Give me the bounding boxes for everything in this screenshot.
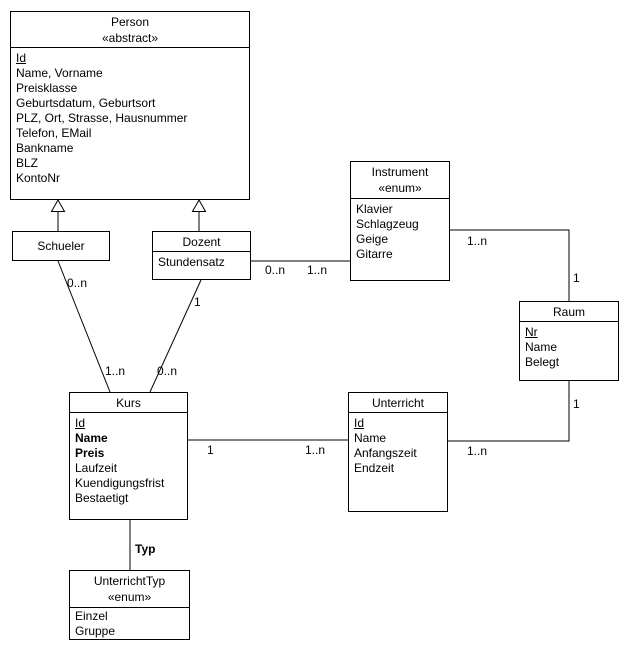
- class-title: Person: [110, 14, 150, 29]
- class-title: Instrument: [371, 165, 429, 179]
- class-attribute: Klavier: [356, 202, 393, 216]
- class-stereotype: «enum»: [378, 181, 422, 195]
- multiplicity-dozent-end: 1: [194, 295, 201, 309]
- class-kurs-header: Kurs: [70, 393, 187, 413]
- class-unterrichttyp[interactable]: UnterrichtTyp «enum» Einzel Gruppe: [69, 570, 190, 640]
- class-instrument-header: Instrument «enum»: [351, 162, 449, 199]
- class-stereotype: «abstract»: [101, 30, 159, 45]
- class-person-attributes: Id Name, Vorname Preisklasse Geburtsdatu…: [11, 48, 249, 186]
- class-unterricht-header: Unterricht: [349, 393, 447, 413]
- association-label-typ: Typ: [135, 542, 156, 556]
- class-attribute: BLZ: [16, 156, 39, 170]
- association-schueler-kurs: [57, 260, 111, 393]
- class-attribute: Nr: [525, 325, 538, 339]
- class-unterricht[interactable]: Unterricht Id Name Anfangszeit Endzeit: [348, 392, 448, 512]
- class-schueler[interactable]: Schueler: [12, 231, 110, 261]
- association-dozent-kurs: [149, 279, 202, 393]
- multiplicity-raum-end-of-unterricht: 1: [573, 397, 580, 411]
- class-attribute: Laufzeit: [75, 461, 118, 475]
- multiplicity-schueler-end: 0..n: [67, 276, 88, 290]
- class-attribute: Id: [16, 51, 27, 65]
- class-attribute: Geburtsdatum, Geburtsort: [16, 96, 156, 110]
- multiplicity-kurs-end-of-dozent: 0..n: [157, 364, 178, 378]
- class-unterrichttyp-attributes: Einzel Gruppe: [70, 608, 189, 639]
- class-title: Dozent: [182, 234, 221, 249]
- association-instrument-raum: [450, 229, 570, 301]
- class-kurs-attributes: Id Name Preis Laufzeit Kuendigungsfrist …: [70, 413, 187, 506]
- generalization-arrowhead-schueler: [50, 198, 66, 212]
- multiplicity-raum-end-of-instrument: 1: [573, 271, 580, 285]
- class-unterricht-attributes: Id Name Anfangszeit Endzeit: [349, 413, 447, 476]
- class-title: Schueler: [37, 239, 85, 253]
- generalization-arrowhead-dozent: [191, 198, 207, 212]
- class-attribute: Name, Vorname: [16, 66, 103, 80]
- class-title: Raum: [552, 304, 585, 319]
- class-unterrichttyp-header: UnterrichtTyp «enum»: [70, 571, 189, 608]
- association-raum-unterricht: [448, 381, 570, 442]
- class-kurs[interactable]: Kurs Id Name Preis Laufzeit Kuendigungsf…: [69, 392, 188, 520]
- class-title: Kurs: [116, 395, 141, 410]
- class-instrument-attributes: Klavier Schlagzeug Geige Gitarre: [351, 199, 449, 262]
- class-person-header: Person «abstract»: [11, 12, 249, 48]
- class-stereotype: «enum»: [107, 590, 152, 604]
- class-attribute: Telefon, EMail: [16, 126, 92, 140]
- class-attribute: Preis: [75, 446, 105, 460]
- class-attribute: Name: [354, 431, 387, 445]
- class-attribute: KontoNr: [16, 171, 61, 185]
- class-attribute: Bestaetigt: [75, 491, 129, 505]
- class-attribute: Bankname: [16, 141, 74, 155]
- class-attribute: Stundensatz: [158, 255, 225, 269]
- multiplicity-instrument-end-of-raum: 1..n: [467, 234, 488, 248]
- class-attribute: Kuendigungsfrist: [75, 476, 165, 490]
- class-attribute: Id: [75, 416, 86, 430]
- class-attribute: Einzel: [75, 609, 108, 623]
- class-raum-header: Raum: [520, 302, 618, 322]
- multiplicity-unterricht-end-of-raum: 1..n: [467, 444, 488, 458]
- class-dozent-header: Dozent: [153, 232, 250, 252]
- class-attribute: Geige: [356, 232, 389, 246]
- multiplicity-kurs-end-of-unterricht: 1: [207, 443, 214, 457]
- class-dozent[interactable]: Dozent Stundensatz: [152, 231, 251, 280]
- class-raum[interactable]: Raum Nr Name Belegt: [519, 301, 619, 381]
- class-instrument[interactable]: Instrument «enum» Klavier Schlagzeug Gei…: [350, 161, 450, 281]
- class-dozent-attributes: Stundensatz: [153, 252, 250, 270]
- class-raum-attributes: Nr Name Belegt: [520, 322, 618, 370]
- class-attribute: Schlagzeug: [356, 217, 419, 231]
- class-attribute: PLZ, Ort, Strasse, Hausnummer: [16, 111, 188, 125]
- class-attribute: Name: [75, 431, 108, 445]
- class-attribute: Endzeit: [354, 461, 395, 475]
- class-attribute: Anfangszeit: [354, 446, 417, 460]
- class-schueler-header: Schueler: [13, 232, 109, 260]
- class-attribute: Id: [354, 416, 365, 430]
- multiplicity-kurs-end-of-schueler: 1..n: [105, 364, 126, 378]
- class-attribute: Preisklasse: [16, 81, 78, 95]
- multiplicity-dozent-end-of-instrument: 0..n: [265, 263, 286, 277]
- class-title: UnterrichtTyp: [93, 574, 166, 588]
- class-attribute: Gruppe: [75, 624, 116, 638]
- class-attribute: Name: [525, 340, 558, 354]
- class-attribute: Belegt: [525, 355, 560, 369]
- multiplicity-instrument-end-of-dozent: 1..n: [307, 263, 328, 277]
- class-attribute: Gitarre: [356, 247, 393, 261]
- multiplicity-unterricht-end-of-kurs: 1..n: [305, 443, 326, 457]
- class-title: Unterricht: [371, 395, 424, 410]
- class-person[interactable]: Person «abstract» Id Name, Vorname Preis…: [10, 11, 250, 200]
